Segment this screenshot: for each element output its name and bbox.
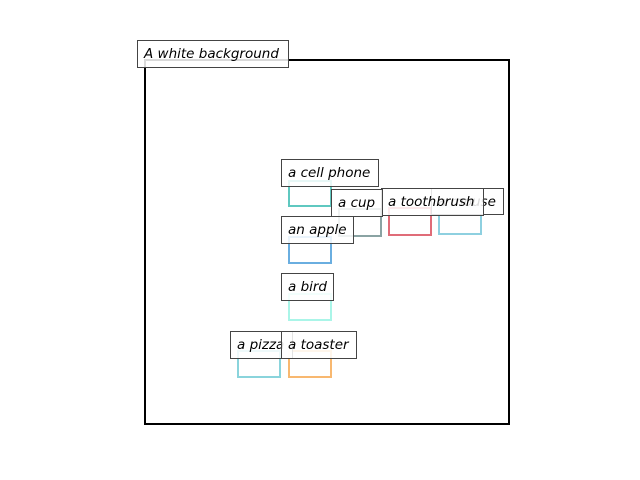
- caption-label: A white background: [137, 40, 289, 68]
- image-frame: [144, 59, 510, 425]
- toothbrush-label: a toothbrush: [381, 188, 484, 216]
- toaster-label: a toaster: [281, 331, 357, 359]
- cell-phone-label: a cell phone: [281, 159, 379, 187]
- apple-label: an apple: [281, 216, 354, 244]
- bird-label: a bird: [281, 273, 334, 301]
- cup-label: a cup: [331, 189, 383, 217]
